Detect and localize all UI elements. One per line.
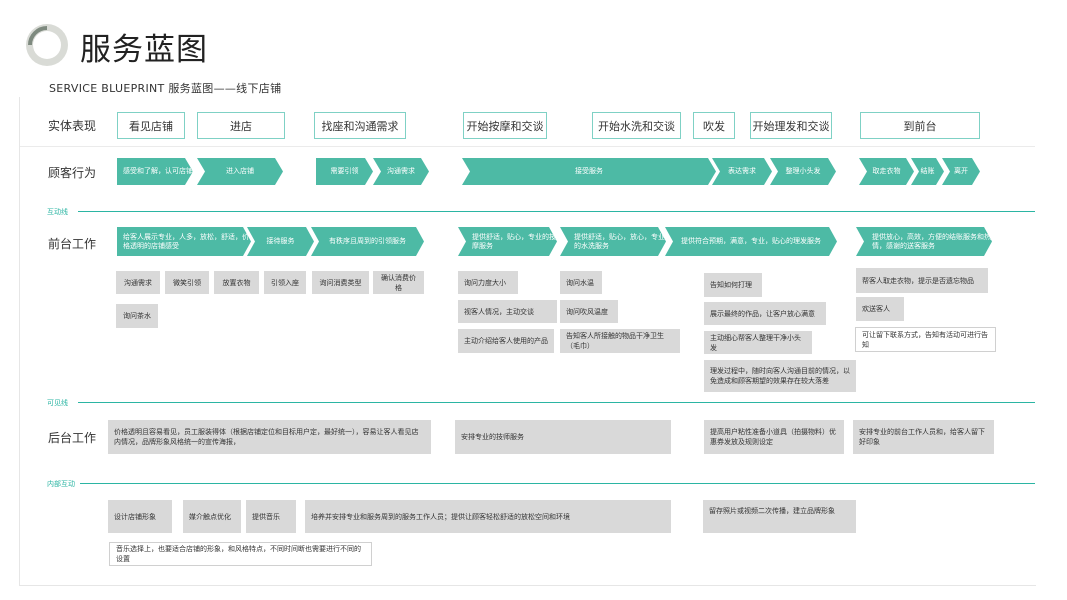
frontstage-action: 接待服务	[247, 227, 314, 256]
frontstage-detail: 展示最终的作品，让客户放心满意	[704, 302, 826, 325]
interaction-line-label: 互动线	[47, 208, 68, 216]
frontstage-detail: 主动介绍给客人使用的产品	[458, 329, 554, 353]
frontstage-detail: 视客人情况，主动交谈	[458, 300, 557, 323]
customer-action: 进入店铺	[197, 158, 283, 185]
customer-action: 需要引领	[316, 158, 373, 185]
blueprint-frame	[19, 97, 1036, 586]
frontstage-detail: 询问吹风温度	[560, 300, 618, 323]
page-subtitle: SERVICE BLUEPRINT 服务蓝图——线下店铺	[49, 82, 282, 95]
customer-action: 接受服务	[462, 158, 716, 185]
frontstage-detail: 确认消费价格	[373, 271, 424, 294]
frontstage-detail: 微笑引领	[165, 271, 209, 294]
frontstage-detail: 告知如何打理	[704, 273, 762, 297]
frontstage-detail: 引领入座	[264, 271, 306, 294]
customer-action: 沟通需求	[373, 158, 429, 185]
visibility-line	[78, 402, 1035, 403]
support-action: 设计店铺形象	[108, 500, 172, 533]
backstage-action: 安排专业的技师服务	[455, 420, 671, 454]
frontstage-action: 提供舒适，贴心，专业的按摩服务	[458, 227, 557, 256]
row-label-evidence: 实体表现	[48, 119, 97, 133]
frontstage-detail: 询问力度大小	[458, 271, 518, 294]
evidence-box: 吹发	[693, 112, 735, 139]
evidence-box: 进店	[197, 112, 285, 139]
internal-interaction-line	[80, 483, 1035, 484]
frontstage-detail: 沟通需求	[116, 271, 160, 294]
evidence-box: 找座和沟通需求	[314, 112, 406, 139]
support-action: 提供音乐	[246, 500, 296, 533]
frontstage-detail: 询问茶水	[116, 304, 158, 328]
frontstage-detail: 理发过程中，随时向客人沟通目前的情况，以免造成和顾客期望的效果存在较大落差	[704, 360, 856, 392]
support-note: 音乐选择上，也要适合店铺的形象，和风格特点，不同时间断也需要进行不同的设置	[109, 542, 372, 566]
logo-icon	[26, 24, 68, 66]
frontstage-detail: 告知客人所接触的物品干净卫生（毛巾）	[560, 329, 680, 353]
evidence-box: 看见店铺	[117, 112, 185, 139]
backstage-action: 安排专业的前台工作人员和，给客人留下好印象	[853, 420, 994, 454]
evidence-box: 开始理发和交谈	[750, 112, 832, 139]
frontstage-action: 提供放心，高效，方便的结账服务和热情，感谢的送客服务	[856, 227, 992, 256]
frontstage-detail: 欢送客人	[856, 297, 904, 321]
customer-action: 表达需求	[712, 158, 772, 185]
row-label-customer: 顾客行为	[48, 166, 97, 180]
support-action: 培养并安排专业和服务周到的服务工作人员；提供让顾客轻松舒适的放松空间和环境	[305, 500, 671, 533]
frontstage-action: 给客人展示专业，人多，放松，舒适，价格透明的店铺感受	[117, 227, 251, 256]
internal-line-label: 内部互动	[47, 480, 75, 488]
frontstage-detail: 放置衣物	[214, 271, 259, 294]
evidence-box: 到前台	[860, 112, 980, 139]
customer-action: 整理小头发	[770, 158, 836, 185]
frontstage-detail: 询问水温	[560, 271, 602, 294]
interaction-line	[78, 211, 1035, 212]
backstage-action: 价格透明且容易看见，员工服装得体（根据店铺定位和目标用户定，最好统一），容易让客…	[108, 420, 431, 454]
frontstage-detail-note: 可让留下联系方式，告知有活动可进行告知	[855, 327, 996, 352]
frontstage-action: 提供舒适，贴心，放心，专业的水洗服务	[560, 227, 666, 256]
row-separator	[20, 146, 1035, 147]
frontstage-detail: 主动细心帮客人整理干净小头发	[704, 331, 812, 354]
page-title: 服务蓝图	[80, 32, 208, 68]
frontstage-action: 提供符合预期，满意，专业，贴心的理发服务	[665, 227, 837, 256]
customer-action: 感受和了解，认可店铺	[117, 158, 193, 185]
evidence-box: 开始按摩和交谈	[463, 112, 547, 139]
frontstage-action: 有秩序且周到的引领服务	[311, 227, 424, 256]
support-action: 留存照片或视频二次传播，建立品牌形象	[703, 500, 856, 533]
frontstage-detail: 帮客人取走衣物，提示是否遗忘物品	[856, 268, 988, 293]
row-label-backstage: 后台工作	[48, 431, 97, 445]
visibility-line-label: 可见线	[47, 399, 68, 407]
evidence-box: 开始水洗和交谈	[592, 112, 681, 139]
frontstage-detail: 询问消费类型	[312, 271, 369, 294]
customer-action: 取走衣物	[859, 158, 914, 185]
row-label-frontstage: 前台工作	[48, 237, 97, 251]
backstage-action: 提高用户粘性准备小道具（拍摄物料）优惠券发放及规则设定	[704, 420, 844, 454]
support-action: 媒介触点优化	[183, 500, 241, 533]
customer-action: 结账	[911, 158, 944, 185]
